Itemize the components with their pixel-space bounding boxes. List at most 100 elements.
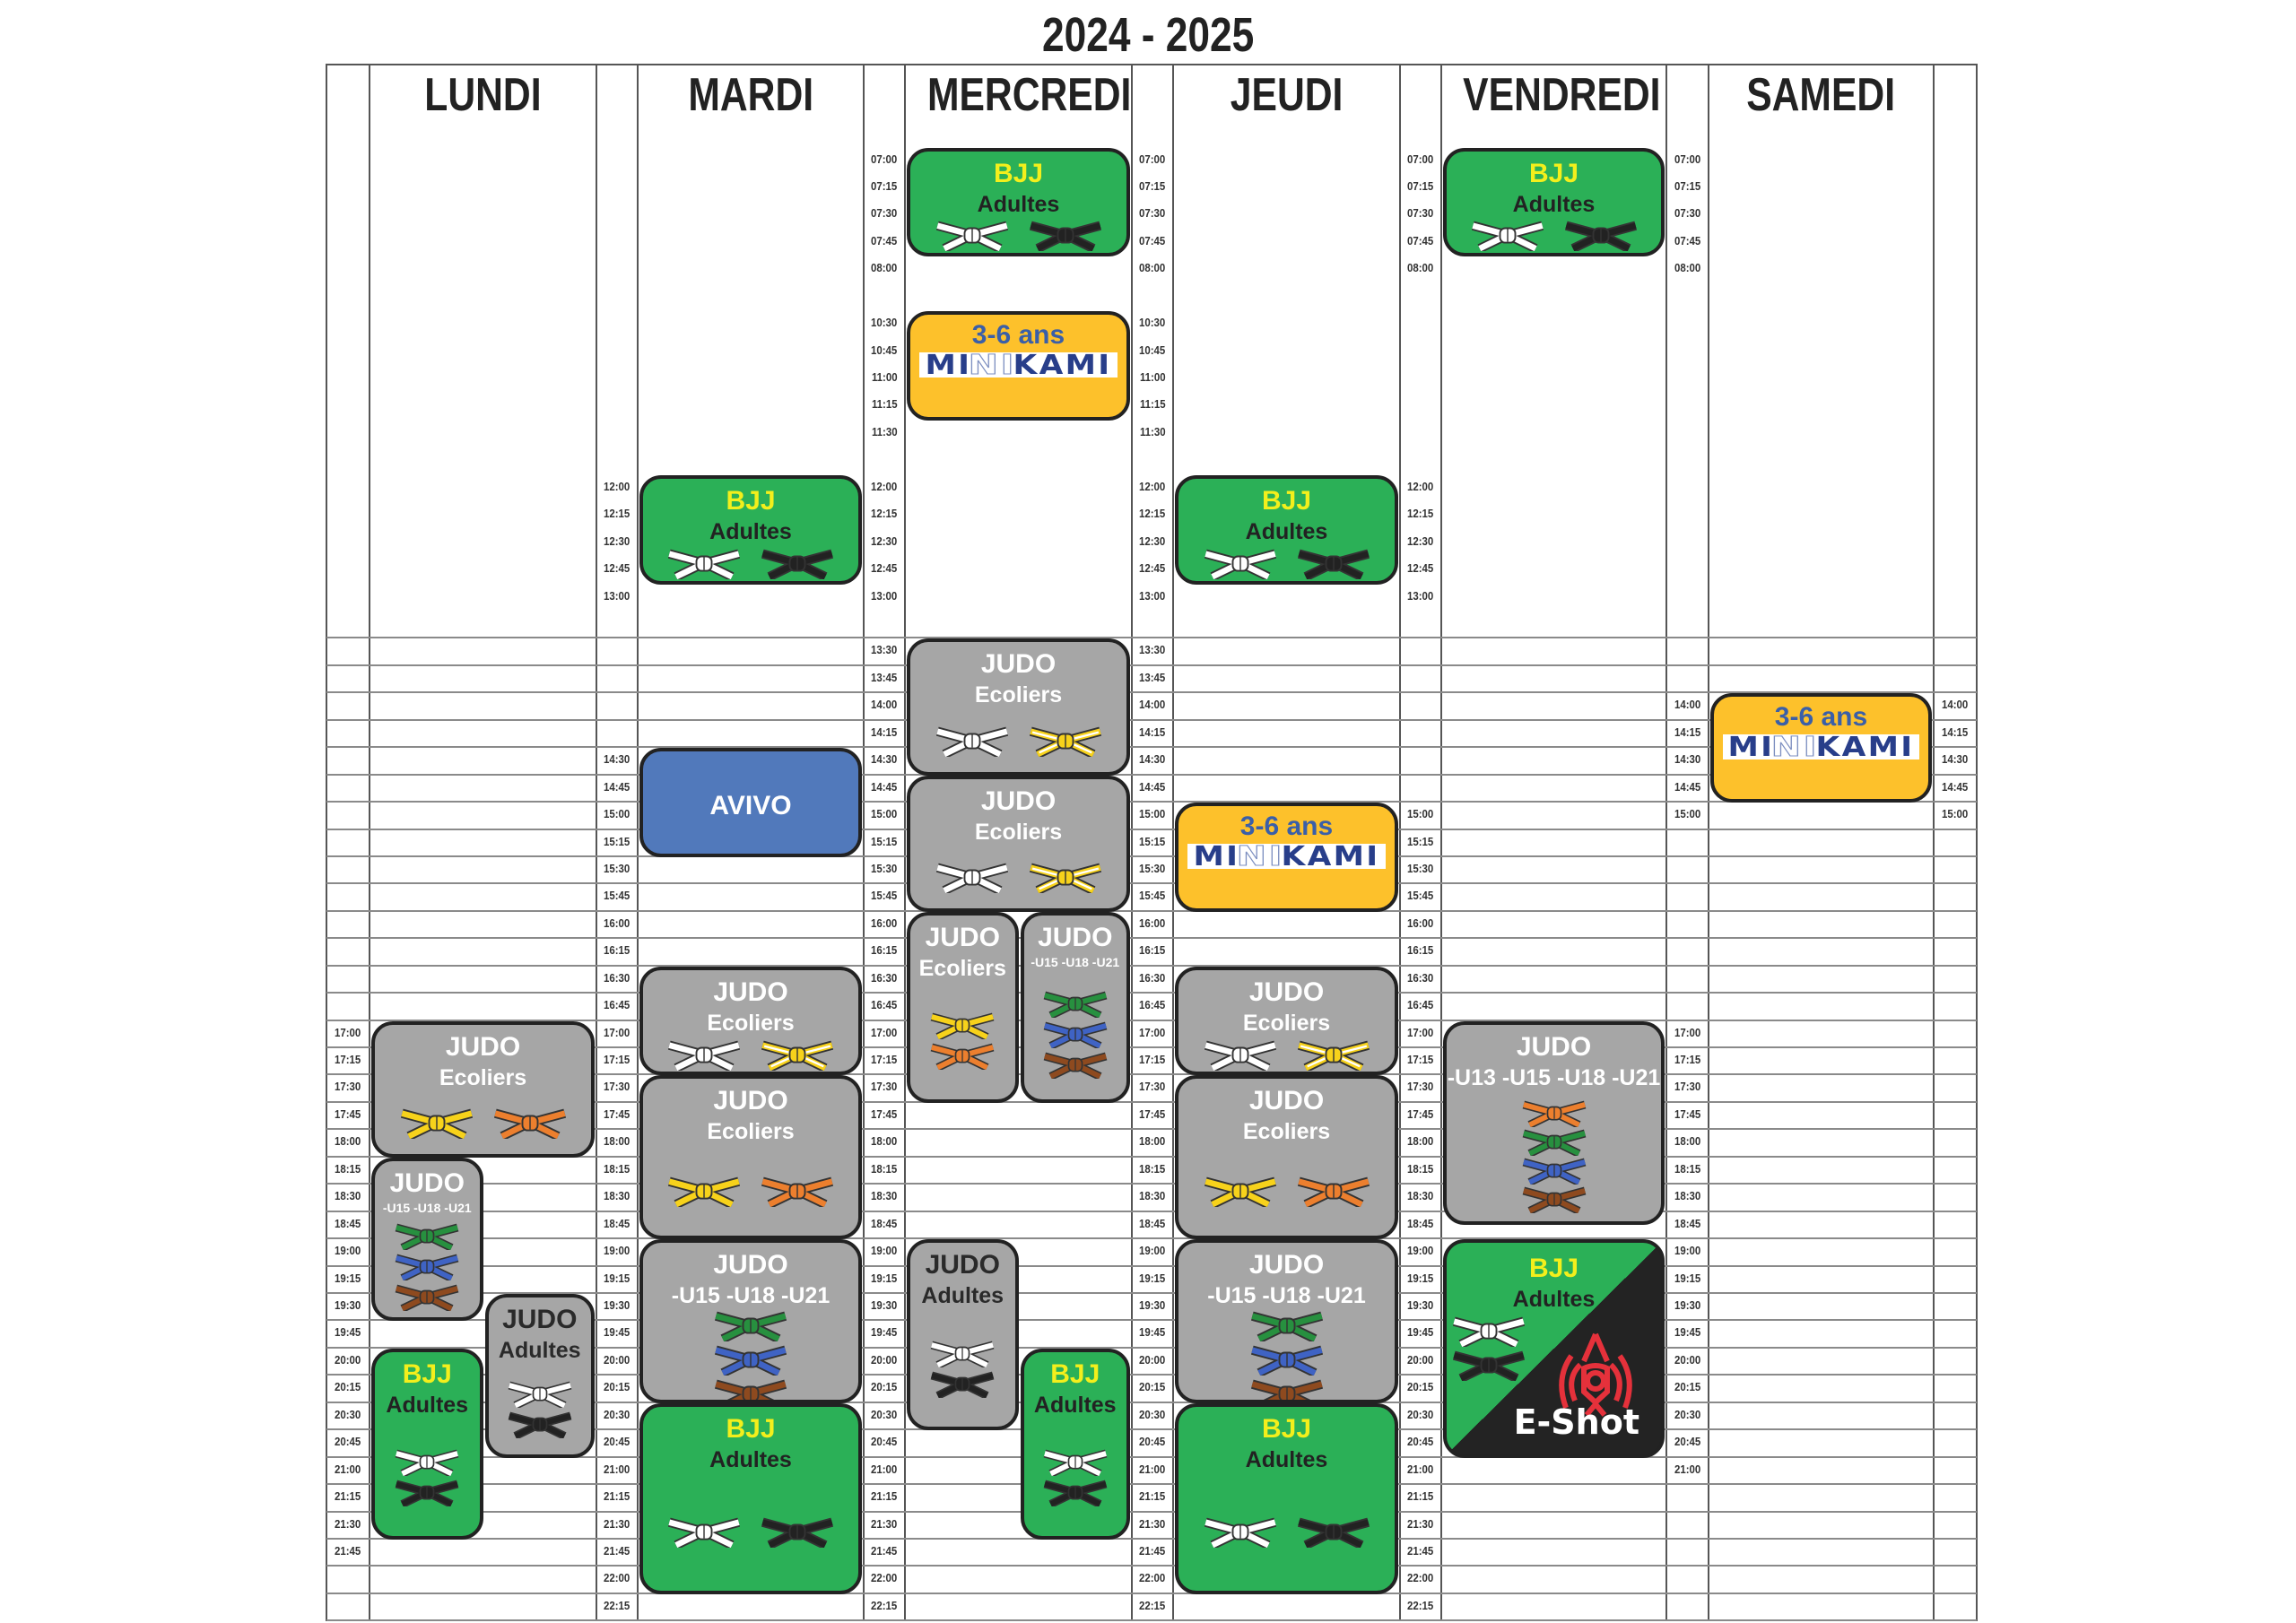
- class-title: JUDO: [1038, 922, 1113, 952]
- class-subtitle: Adultes: [1245, 1446, 1328, 1472]
- time-label: 11:30: [871, 425, 898, 438]
- class-title: BJJ: [726, 485, 776, 516]
- time-label: 19:45: [1139, 1325, 1166, 1339]
- class-subtitle: Adultes: [709, 1446, 792, 1472]
- class-title: BJJ: [1261, 485, 1312, 516]
- time-label: 17:45: [1139, 1107, 1166, 1121]
- time-label: 20:30: [871, 1408, 898, 1421]
- class-block-judo[interactable]: JUDO-U13 -U15 -U18 -U21: [1443, 1020, 1665, 1225]
- time-label: 19:00: [1674, 1244, 1701, 1257]
- grid-column-divider: [326, 64, 327, 1621]
- belt-black-icon: [757, 549, 838, 581]
- belt-orange-icon: [926, 1043, 998, 1072]
- grid-column-divider: [637, 64, 639, 1621]
- time-label: 17:00: [871, 1026, 898, 1039]
- class-block-judo[interactable]: JUDO -U15 -U18 -U21: [1020, 911, 1130, 1103]
- belt-yellow-icon: [664, 1176, 744, 1209]
- time-label: 17:30: [871, 1080, 898, 1093]
- class-title: 3-6 ans: [1239, 812, 1334, 842]
- belt-black-icon: [391, 1480, 463, 1509]
- time-label: 18:00: [1674, 1134, 1701, 1148]
- time-label: 21:00: [1674, 1462, 1701, 1476]
- belt-white-icon: [1200, 1517, 1281, 1550]
- belt-green-icon: [391, 1223, 463, 1252]
- time-label: 15:00: [1674, 807, 1701, 820]
- class-subtitle: Ecoliers: [1242, 1010, 1331, 1036]
- belt-black-icon: [1450, 1350, 1527, 1383]
- belt-blue-icon: [710, 1345, 791, 1377]
- minikami-logo: MINIKAMI: [1187, 840, 1387, 872]
- class-block-judo[interactable]: JUDO-U15 -U18 -U21: [371, 1157, 483, 1322]
- minikami-logo-text: MINIKAMI: [1193, 840, 1380, 872]
- time-label: 11:00: [1139, 370, 1166, 384]
- grid-row-divider: [326, 1101, 1977, 1103]
- time-label: 07:30: [1139, 206, 1166, 220]
- time-label: 21:15: [1407, 1489, 1434, 1503]
- time-label: 17:30: [1407, 1080, 1434, 1093]
- time-label: 18:45: [1407, 1217, 1434, 1230]
- minikami-logo-text: MINIKAMI: [1727, 731, 1915, 763]
- class-subtitle: Ecoliers: [439, 1064, 527, 1090]
- belt-black-icon: [1293, 549, 1374, 581]
- time-label: 07:15: [1139, 179, 1166, 193]
- grid-column-divider: [369, 64, 370, 1621]
- time-label: 21:30: [604, 1517, 631, 1531]
- time-label: 15:30: [871, 862, 898, 875]
- time-label: 20:30: [604, 1408, 631, 1421]
- class-title: JUDO: [1248, 1250, 1325, 1280]
- grid-row-divider: [326, 882, 1977, 884]
- grid-row-divider: [326, 746, 1977, 748]
- time-label: 19:15: [335, 1271, 361, 1285]
- time-label: 18:45: [1674, 1217, 1701, 1230]
- time-label: 20:45: [335, 1435, 361, 1448]
- time-label: 08:00: [871, 261, 898, 274]
- class-subtitle: -U15 -U18 -U21: [671, 1283, 831, 1309]
- time-label: 21:00: [871, 1462, 898, 1476]
- grid-column-divider: [1172, 64, 1174, 1621]
- class-block-judo[interactable]: JUDO-U15 -U18 -U21: [1175, 1239, 1398, 1403]
- time-label: 07:30: [1407, 206, 1434, 220]
- belt-group: [1039, 1420, 1111, 1536]
- class-title: JUDO: [389, 1167, 465, 1198]
- time-label: 14:15: [1674, 725, 1701, 739]
- time-label: 13:00: [871, 589, 898, 603]
- belt-black-icon: [1039, 1480, 1111, 1509]
- time-label: 16:45: [1407, 998, 1434, 1011]
- time-label: 14:30: [871, 752, 898, 766]
- class-subtitle: Ecoliers: [974, 682, 1063, 708]
- time-label: 17:15: [335, 1053, 361, 1066]
- time-label: 20:30: [335, 1408, 361, 1421]
- time-label: 13:45: [1139, 671, 1166, 684]
- belt-brown-icon: [1518, 1186, 1591, 1215]
- belt-group: [1200, 1147, 1374, 1236]
- time-label: 19:45: [604, 1325, 631, 1339]
- class-block-avivo[interactable]: AVIVO: [639, 748, 862, 857]
- time-label: 12:30: [1407, 534, 1434, 548]
- class-subtitle: -U15 -U18 -U21: [1031, 954, 1120, 969]
- belt-black-icon: [757, 1517, 838, 1550]
- class-block-judo[interactable]: JUDO-U15 -U18 -U21: [639, 1239, 862, 1403]
- class-title: BJJ: [402, 1358, 452, 1389]
